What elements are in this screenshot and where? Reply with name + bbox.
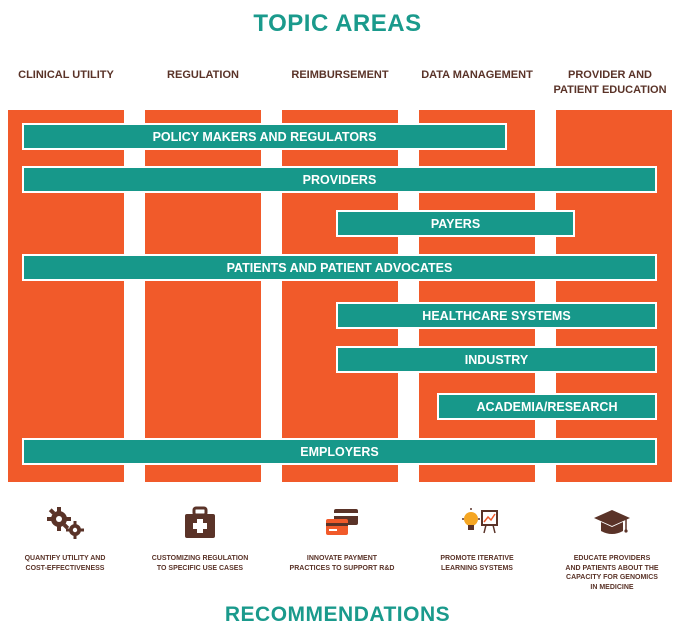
column-header-line1: REGULATION	[167, 69, 239, 81]
recommendation-label-customizing-regulation: CUSTOMIZING REGULATION TO SPECIFIC USE C…	[141, 554, 259, 573]
recommendation-label-promote-iterative: PROMOTE ITERATIVE LEARNING SYSTEMS	[418, 554, 536, 573]
recommendation-label-quantify-utility: QUANTIFY UTILITY AND COST-EFFECTIVENESS	[6, 554, 124, 573]
column-header-line1: REIMBURSEMENT	[291, 69, 389, 81]
column-header-provider-patient-education: PROVIDER AND PATIENT EDUCATION	[550, 68, 670, 98]
stakeholder-bar-policy-makers: POLICY MAKERS AND REGULATORS	[22, 123, 507, 150]
stakeholder-bar-payers: PAYERS	[336, 210, 575, 237]
gears-icon	[46, 505, 86, 541]
topic-areas-title: TOPIC AREAS	[253, 10, 422, 37]
recommendation-label-innovate-payment: INNOVATE PAYMENT PRACTICES TO SUPPORT R&…	[283, 554, 401, 573]
stakeholder-bar-healthcare-systems: HEALTHCARE SYSTEMS	[336, 302, 657, 329]
recommendation-label-educate-providers: EDUCATE PROVIDERS AND PATIENTS ABOUT THE…	[553, 554, 671, 592]
payment-cards-icon	[322, 505, 362, 541]
recommendation-line1: CUSTOMIZING REGULATION	[151, 555, 249, 562]
lightbulb-chart-icon	[460, 505, 500, 541]
recommendation-line1: EDUCATE PROVIDERS	[573, 555, 651, 562]
recommendation-line3: CAPACITY FOR GENOMICS	[566, 574, 658, 581]
column-header-reimbursement: REIMBURSEMENT	[281, 68, 399, 83]
stakeholder-bar-academia-research: ACADEMIA/RESEARCH	[437, 393, 657, 420]
stakeholder-bar-industry: INDUSTRY	[336, 346, 657, 373]
stakeholder-bar-providers: PROVIDERS	[22, 166, 657, 193]
medical-kit-icon	[180, 505, 220, 541]
recommendation-line2: TO SPECIFIC USE CASES	[156, 564, 244, 572]
recommendation-line2: PRACTICES TO SUPPORT R&D	[289, 564, 395, 572]
column-header-clinical-utility: CLINICAL UTILITY	[8, 68, 124, 83]
recommendation-line2: COST-EFFECTIVENESS	[25, 564, 105, 572]
recommendation-line1: PROMOTE ITERATIVE	[440, 555, 514, 562]
recommendation-line4: IN MEDICINE	[590, 583, 634, 591]
column-header-line1: CLINICAL UTILITY	[18, 69, 114, 81]
recommendation-line1: QUANTIFY UTILITY AND	[24, 555, 106, 562]
column-header-line1: PROVIDER AND	[568, 69, 652, 81]
graduation-cap-icon	[592, 505, 632, 541]
recommendations-title: RECOMMENDATIONS	[224, 603, 451, 626]
column-header-line1: DATA MANAGEMENT	[421, 69, 533, 81]
column-header-line2: PATIENT EDUCATION	[553, 84, 667, 96]
stakeholder-bar-patients-advocates: PATIENTS AND PATIENT ADVOCATES	[22, 254, 657, 281]
recommendation-line2: LEARNING SYSTEMS	[441, 564, 513, 572]
column-header-data-management: DATA MANAGEMENT	[412, 68, 542, 83]
recommendation-line1: INNOVATE PAYMENT	[306, 555, 378, 562]
column-header-regulation: REGULATION	[145, 68, 261, 83]
stakeholder-bar-employers: EMPLOYERS	[22, 438, 657, 465]
recommendation-line2: AND PATIENTS ABOUT THE	[565, 564, 659, 572]
